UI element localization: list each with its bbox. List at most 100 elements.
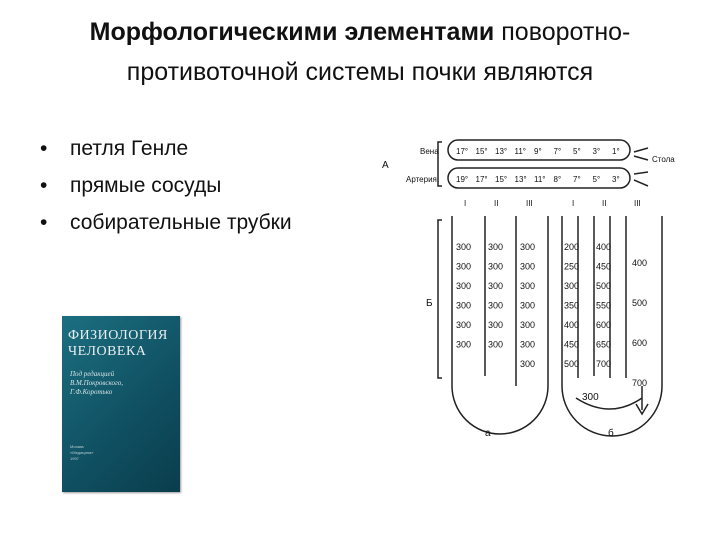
- vein-tube: [447, 139, 631, 161]
- book-cover-image: ФИЗИОЛОГИЯ ЧЕЛОВЕКА Под редакцией В.М.По…: [62, 316, 180, 492]
- book-editor-line: Под редакцией: [70, 370, 115, 378]
- col1-value: 300: [456, 262, 471, 272]
- col3-value: 300: [520, 262, 535, 272]
- bullet-item: прямые сосуды: [40, 167, 292, 204]
- col5-value: 650: [596, 340, 611, 350]
- col5-value: 600: [596, 320, 611, 330]
- roman-numeral-label: I: [464, 199, 466, 208]
- artery-label: Артерия: [406, 175, 437, 184]
- col6-value: 700: [632, 378, 647, 388]
- bullet-item: собирательные трубки: [40, 204, 292, 241]
- label-A: А: [382, 160, 389, 171]
- book-publisher: Москва «Медицина» 1997: [70, 444, 110, 462]
- label-a: а: [485, 428, 491, 439]
- col2-value: 300: [488, 301, 503, 311]
- stolon-arrows: [633, 147, 649, 187]
- col2-value: 300: [488, 320, 503, 330]
- col3-value: 300: [520, 301, 535, 311]
- book-publisher-line: «Медицина»: [70, 450, 94, 455]
- artery-temp-label: 19°: [456, 175, 468, 184]
- bracket-b: [437, 219, 442, 379]
- bracket-a: [437, 141, 442, 187]
- loop-bottom-arrow: [575, 397, 643, 410]
- col5-value: 550: [596, 301, 611, 311]
- col4-value: 350: [564, 301, 579, 311]
- col1-value: 300: [456, 281, 471, 291]
- col6-value: 400: [632, 258, 647, 268]
- col1-value: 300: [456, 301, 471, 311]
- col4-value: 250: [564, 262, 579, 272]
- col1-value: 300: [456, 320, 471, 330]
- col5-value: 400: [596, 242, 611, 252]
- artery-temp-label: 11°: [534, 175, 546, 184]
- bullet-list: петля Генле прямые сосуды собирательные …: [40, 130, 292, 241]
- artery-temp-label: 3°: [612, 175, 620, 184]
- book-title-line2: ЧЕЛОВЕКА: [68, 344, 147, 359]
- col5-value: 450: [596, 262, 611, 272]
- title-line-1: Морфологическими элементами поворотно-: [20, 12, 700, 52]
- col3-value: 300: [520, 320, 535, 330]
- col2-value: 300: [488, 340, 503, 350]
- book-editor-line: Г.Ф.Коротько: [70, 388, 113, 396]
- vein-label: Вена: [420, 147, 439, 156]
- col4-value: 450: [564, 340, 579, 350]
- col3-value: 300: [520, 242, 535, 252]
- col5-value: 500: [596, 281, 611, 291]
- bottom-value-a: 300: [582, 392, 599, 403]
- book-publisher-line: Москва: [70, 444, 84, 449]
- artery-tube: [447, 167, 631, 189]
- col6-value: 600: [632, 338, 647, 348]
- book-editors: Под редакцией В.М.Покровского, Г.Ф.Корот…: [70, 370, 123, 397]
- stolon-label: Стола: [652, 155, 675, 164]
- roman-numeral-label: I: [572, 199, 574, 208]
- roman-numeral-label: II: [494, 199, 498, 208]
- col2-value: 300: [488, 242, 503, 252]
- vein-temp-label: 17°: [456, 147, 468, 156]
- vein-temp-label: 1°: [612, 147, 620, 156]
- vein-temp-label: 7°: [554, 147, 562, 156]
- diagram-labels: А Б а б Вена Артерия Стола 300: [382, 147, 675, 439]
- vein-temp-label: 15°: [476, 147, 488, 156]
- vein-temp-label: 5°: [573, 147, 581, 156]
- col3-value: 300: [520, 340, 535, 350]
- loop-a-outline: [451, 216, 549, 435]
- col1-value: 300: [456, 242, 471, 252]
- col2-value: 300: [488, 281, 503, 291]
- artery-temp-label: 5°: [593, 175, 601, 184]
- countercurrent-diagram: А Б а б Вена Артерия Стола 300 17° 15° 13°…: [382, 139, 675, 439]
- col4-value: 400: [564, 320, 579, 330]
- label-b: б: [608, 427, 614, 439]
- book-editor-line: В.М.Покровского,: [70, 379, 123, 387]
- col4-value: 300: [564, 281, 579, 291]
- col5-value: 700: [596, 359, 611, 369]
- loop-b-outline: [561, 216, 663, 437]
- book-publisher-line: 1997: [70, 456, 79, 461]
- book-title: ФИЗИОЛОГИЯ ЧЕЛОВЕКА: [68, 328, 168, 360]
- col1-value: 300: [456, 340, 471, 350]
- artery-temp-label: 8°: [554, 175, 562, 184]
- col3-value: 300: [520, 359, 535, 369]
- slide-title: Морфологическими элементами поворотно- п…: [20, 12, 700, 92]
- outflow-arrowhead: [635, 403, 649, 416]
- artery-temp-label: 17°: [476, 175, 488, 184]
- col6-value: 500: [632, 298, 647, 308]
- roman-numeral-label: III: [634, 199, 641, 208]
- title-rest: поворотно-: [494, 18, 631, 46]
- vein-temp-label: 11°: [515, 147, 527, 156]
- vein-temp-label: 13°: [495, 147, 507, 156]
- col4-value: 500: [564, 359, 579, 369]
- artery-temp-label: 15°: [495, 175, 507, 184]
- book-title-line1: ФИЗИОЛОГИЯ: [68, 328, 168, 343]
- bullet-item: петля Генле: [40, 130, 292, 167]
- vein-temp-label: 9°: [534, 147, 542, 156]
- title-line-2: противоточной системы почки являются: [126, 58, 594, 86]
- col3-value: 300: [520, 281, 535, 291]
- col2-value: 300: [488, 262, 503, 272]
- roman-numeral-label: II: [602, 199, 606, 208]
- label-B: Б: [426, 298, 433, 309]
- artery-temp-label: 13°: [515, 175, 527, 184]
- title-bold: Морфологическими элементами: [89, 18, 495, 46]
- artery-temp-label: 7°: [573, 175, 581, 184]
- vein-temp-label: 3°: [593, 147, 601, 156]
- col4-value: 200: [564, 242, 579, 252]
